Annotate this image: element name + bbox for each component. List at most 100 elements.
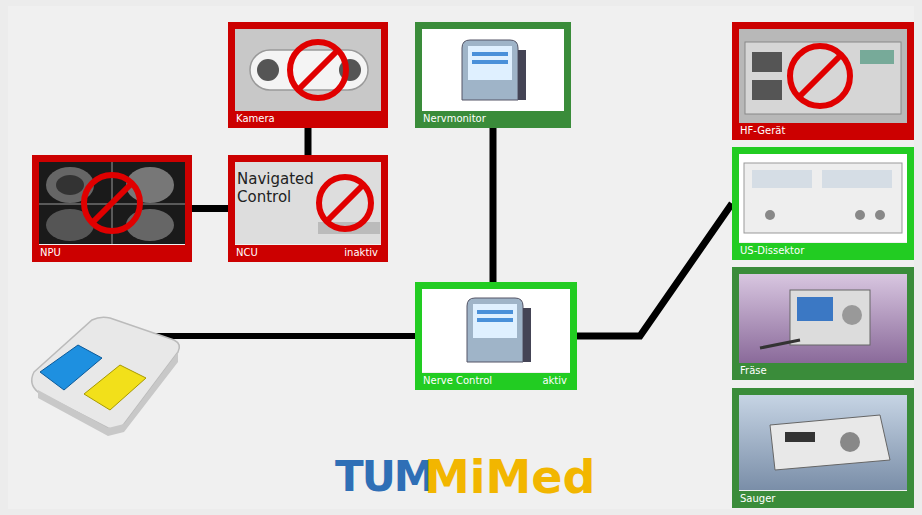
illustration-part bbox=[257, 59, 279, 81]
illustration-part bbox=[32, 317, 180, 429]
camera-picture bbox=[235, 29, 381, 111]
connection-line bbox=[490, 128, 497, 282]
device-picture-area bbox=[739, 154, 907, 243]
device-name: NPU bbox=[40, 247, 61, 259]
illustration-part bbox=[150, 333, 415, 339]
illustration-part bbox=[799, 55, 841, 97]
connection-line bbox=[577, 204, 732, 337]
illustration-part bbox=[422, 289, 570, 372]
illustration-part bbox=[477, 318, 513, 322]
illustration-part bbox=[875, 210, 885, 220]
illustration-part bbox=[472, 60, 508, 64]
label-strip: Nervmonitor bbox=[422, 111, 564, 128]
label-strip: Sauger bbox=[739, 491, 907, 508]
status-label: inaktiv bbox=[344, 247, 378, 259]
illustration-part bbox=[92, 183, 132, 223]
dissector-picture bbox=[739, 154, 907, 242]
illustration-part bbox=[822, 170, 892, 188]
device-picture-area bbox=[739, 274, 907, 363]
illustration-part bbox=[477, 310, 513, 314]
screen-text: Navigated Control bbox=[237, 170, 311, 206]
illustration-part bbox=[739, 154, 907, 242]
illustration-part bbox=[842, 305, 862, 325]
device-box: NPU bbox=[32, 155, 192, 262]
illustration-part bbox=[422, 29, 564, 111]
device-box: Fräse bbox=[732, 267, 914, 380]
device-picture-area bbox=[739, 29, 907, 123]
label-strip: NPU bbox=[39, 245, 185, 262]
illustration-part bbox=[790, 46, 850, 106]
illustration-part bbox=[744, 163, 902, 233]
device-box: Nerve Control aktiv bbox=[415, 282, 577, 390]
device-box: US-Dissektor bbox=[732, 147, 914, 260]
device-name: Fräse bbox=[740, 365, 767, 377]
hf-device-picture bbox=[739, 29, 907, 123]
illustration-part bbox=[855, 210, 865, 220]
device-picture-area bbox=[39, 162, 185, 245]
illustration-part bbox=[472, 52, 508, 56]
drill-picture bbox=[739, 274, 907, 363]
device-box: Nervmonitor bbox=[415, 22, 571, 128]
device-box: HF-Gerät bbox=[732, 22, 914, 140]
illustration-part bbox=[518, 50, 526, 100]
status-label: aktiv bbox=[542, 375, 567, 387]
label-strip: Fräse bbox=[739, 363, 907, 380]
label-strip: Nerve Control aktiv bbox=[422, 373, 570, 390]
nerve-control-picture bbox=[422, 289, 570, 372]
monitor-picture bbox=[422, 29, 564, 111]
illustration-part bbox=[468, 46, 512, 80]
illustration-part bbox=[84, 365, 146, 410]
device-picture-area bbox=[739, 395, 907, 491]
device-picture-area bbox=[422, 289, 570, 373]
label-strip: US-Dissektor bbox=[739, 243, 907, 260]
illustration-part bbox=[298, 50, 338, 90]
connection-line bbox=[577, 204, 732, 337]
illustration-part bbox=[745, 42, 901, 114]
connection-line bbox=[192, 208, 228, 209]
label-strip: HF-Gerät bbox=[739, 123, 907, 140]
illustration-part bbox=[462, 40, 518, 100]
suction-picture bbox=[739, 395, 907, 490]
device-picture-area bbox=[235, 29, 381, 111]
illustration-part bbox=[765, 210, 775, 220]
illustration-part bbox=[473, 304, 517, 338]
ncu-picture bbox=[235, 162, 381, 244]
device-name: Nerve Control bbox=[423, 375, 492, 387]
illustration-part bbox=[752, 52, 782, 72]
device-name: NCU bbox=[236, 247, 258, 259]
illustration-part bbox=[770, 415, 890, 470]
device-box: Navigated ControlNCU inaktiv bbox=[228, 155, 388, 262]
connection-line bbox=[493, 128, 494, 282]
label-strip: Kamera bbox=[235, 111, 381, 128]
illustration-part bbox=[235, 29, 381, 111]
illustration-part bbox=[790, 290, 870, 345]
illustration-part bbox=[739, 29, 907, 123]
illustration-part bbox=[752, 80, 782, 100]
illustration-part bbox=[840, 432, 860, 452]
illustration-part bbox=[235, 162, 381, 244]
illustration-part bbox=[797, 297, 833, 321]
connection-line bbox=[308, 128, 309, 155]
device-box: Kamera bbox=[228, 22, 388, 128]
illustration-part bbox=[739, 274, 907, 363]
illustration-part bbox=[290, 42, 346, 98]
device-box: Sauger bbox=[732, 388, 914, 508]
label-strip: NCU inaktiv bbox=[235, 245, 381, 262]
footswitch-picture bbox=[32, 317, 415, 436]
illustration-part bbox=[39, 162, 185, 244]
device-name: US-Dissektor bbox=[740, 245, 804, 257]
illustration-part bbox=[752, 170, 812, 188]
device-picture-area bbox=[422, 29, 564, 111]
device-name: Kamera bbox=[236, 113, 275, 125]
device-name: Sauger bbox=[740, 493, 775, 505]
illustration-part bbox=[84, 175, 140, 231]
connection-line bbox=[305, 128, 312, 155]
illustration-part bbox=[56, 175, 84, 195]
illustration-part bbox=[467, 298, 523, 362]
logo-text: TUM bbox=[335, 452, 434, 501]
illustration-part bbox=[523, 308, 531, 362]
device-name: Nervmonitor bbox=[423, 113, 486, 125]
illustration-part bbox=[40, 345, 102, 390]
npu-picture bbox=[39, 162, 185, 244]
